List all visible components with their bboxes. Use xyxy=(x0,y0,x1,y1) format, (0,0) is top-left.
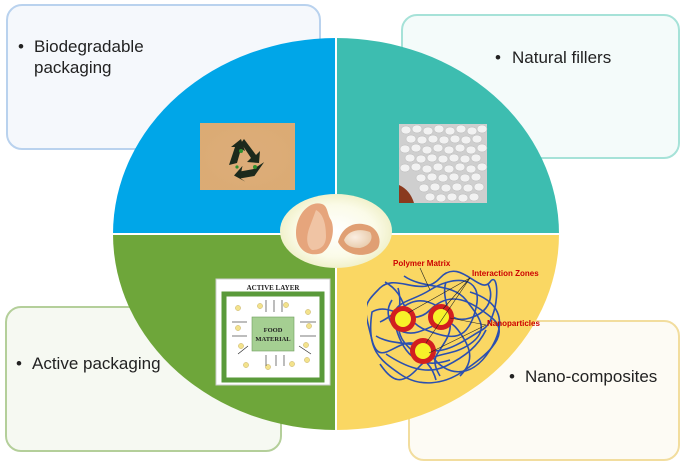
recycle-cardboard-image xyxy=(200,123,295,190)
nanoparticle-3 xyxy=(410,338,436,364)
interaction-zones-label: Interaction Zones xyxy=(472,269,539,278)
active-layer-diagram: ACTIVE LAYER FOOD MATERIAL xyxy=(216,279,330,385)
nanoparticles-label: Nanoparticles xyxy=(487,319,540,328)
active-layer-food-line1: FOOD xyxy=(264,327,283,334)
eggshell-center-image xyxy=(280,194,392,268)
nanoparticle-1 xyxy=(390,306,416,332)
natural-fillers-granules-image xyxy=(399,124,487,203)
active-layer-food-line2: MATERIAL xyxy=(255,336,291,343)
active-layer-title: ACTIVE LAYER xyxy=(247,284,301,292)
polymer-matrix-label: Polymer Matrix xyxy=(393,259,451,268)
